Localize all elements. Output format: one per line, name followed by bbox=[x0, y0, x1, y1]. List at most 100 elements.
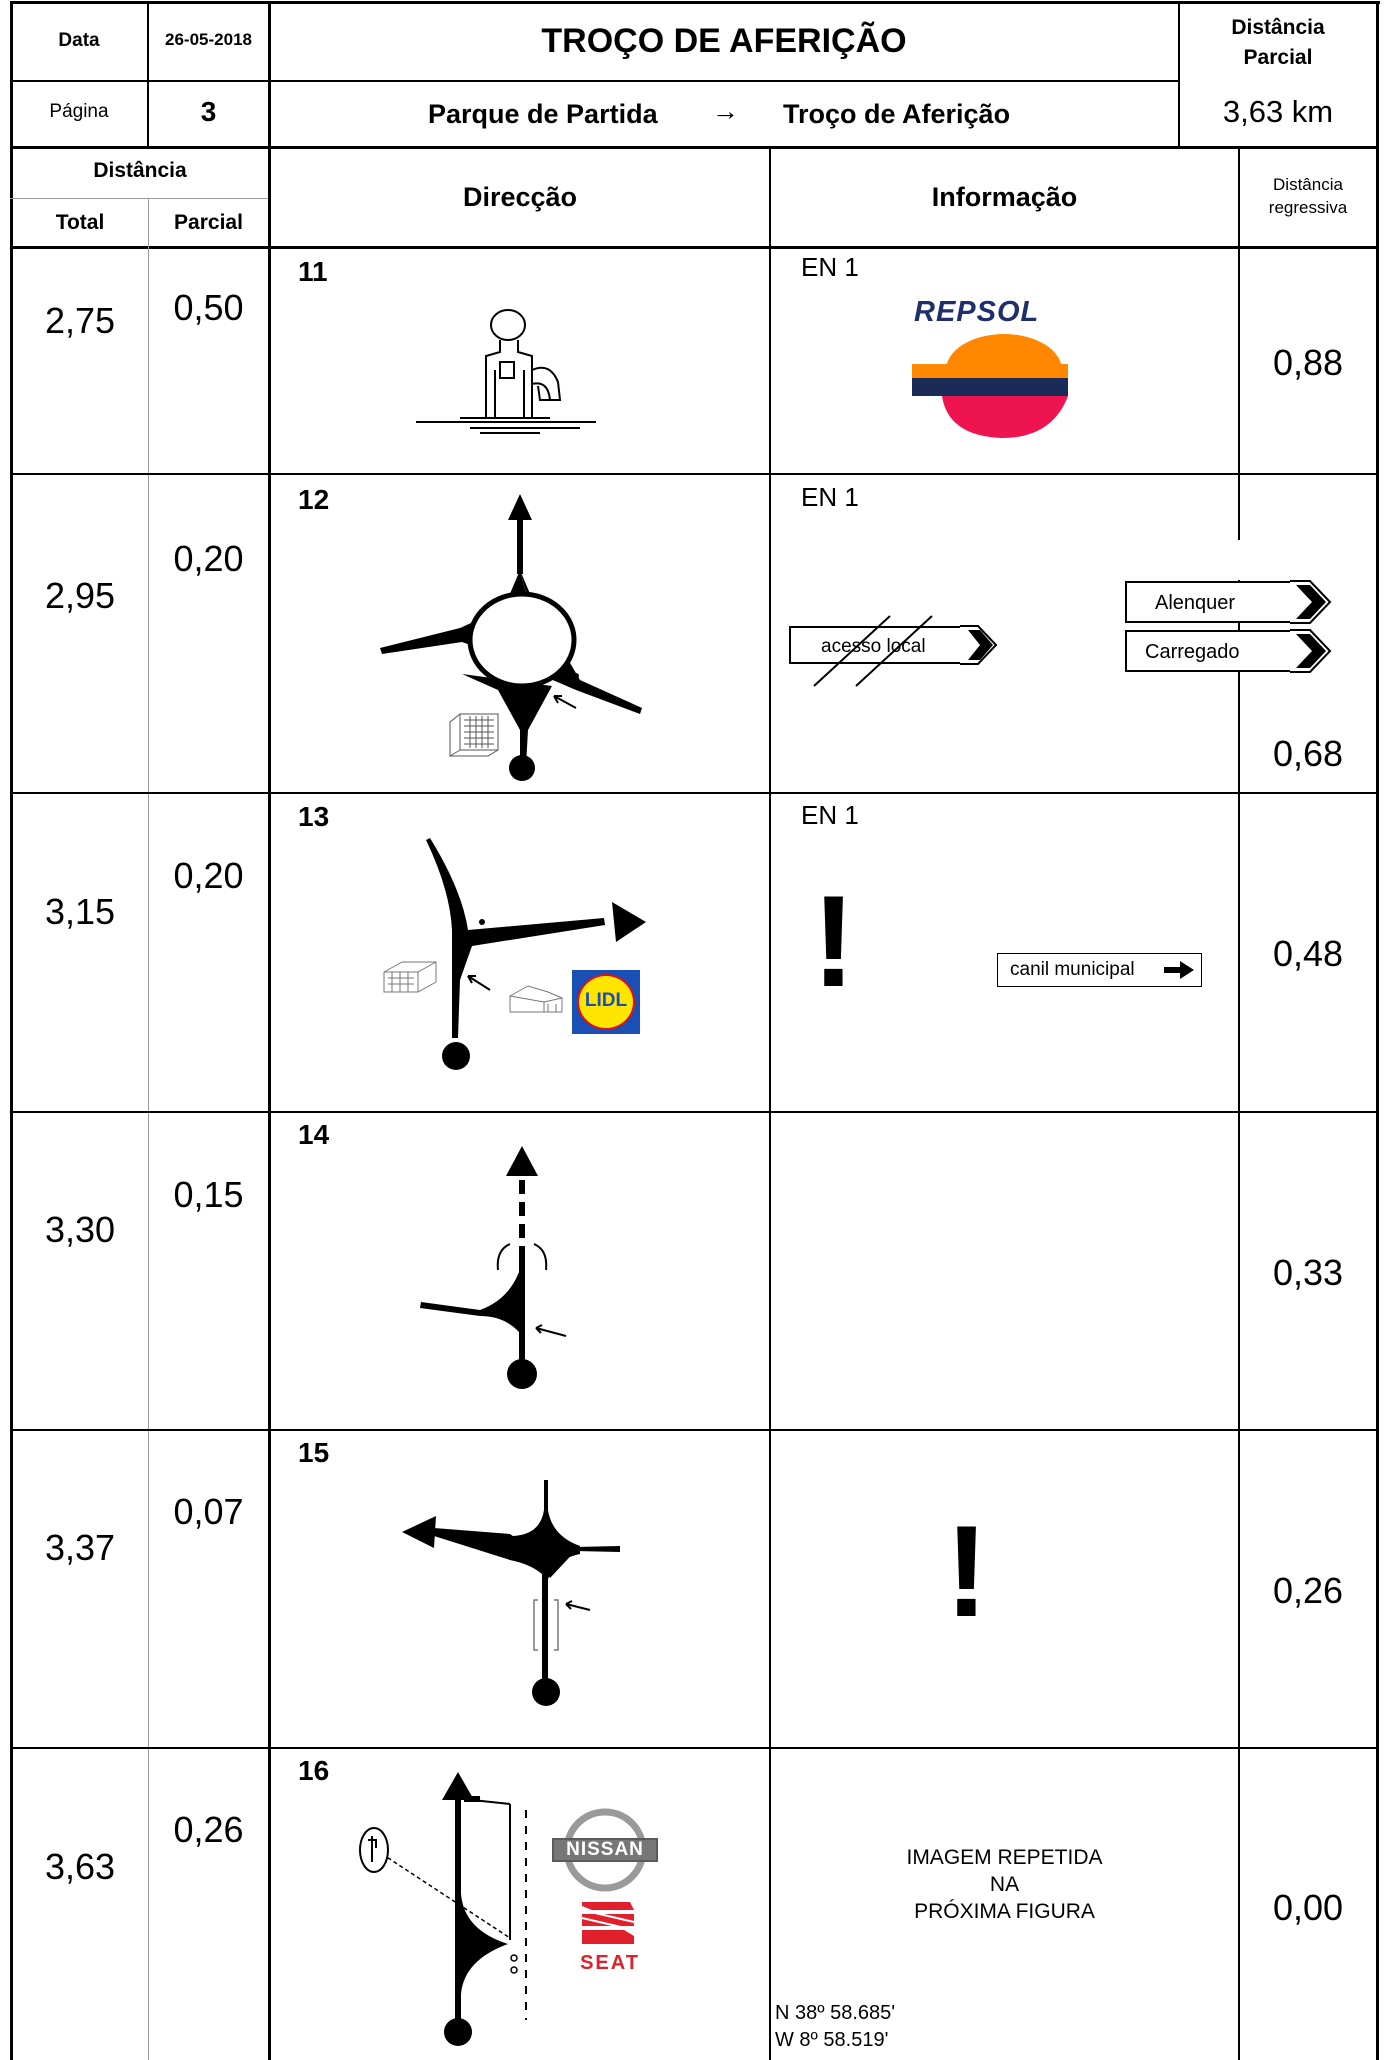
row-regressiva: 0,26 bbox=[1272, 1570, 1344, 1611]
row-number: 15 bbox=[298, 1437, 330, 1468]
date-value: 26-05-2018 bbox=[165, 30, 252, 49]
sign-label: canil municipal bbox=[1010, 959, 1135, 980]
row-regressiva: 0,68 bbox=[1272, 733, 1344, 774]
gps-north: N 38º 58.685' bbox=[775, 2002, 896, 2024]
row-regressiva: 0,00 bbox=[1272, 1887, 1344, 1928]
col-total: Total bbox=[55, 211, 105, 234]
road-label: EN 1 bbox=[801, 800, 859, 830]
row-sep-4 bbox=[10, 1429, 1379, 1431]
col-distancia: Distância bbox=[93, 159, 187, 182]
col-head-sub bbox=[10, 198, 270, 199]
sign-canil-municipal: canil municipal bbox=[997, 953, 1202, 987]
row-total: 2,75 bbox=[44, 300, 116, 341]
row-number: 11 bbox=[298, 256, 328, 287]
crossed-out-icon bbox=[813, 615, 933, 687]
row-sep-1 bbox=[10, 473, 1379, 475]
info-line: PRÓXIMA FIGURA bbox=[914, 1900, 1095, 1923]
col-regressiva-2: regressiva bbox=[1268, 198, 1348, 217]
lidl-wordmark: LIDL bbox=[584, 990, 628, 1011]
lidl-logo: LIDL bbox=[572, 970, 640, 1034]
road-label: EN 1 bbox=[801, 252, 859, 282]
seat-wordmark: SEAT bbox=[580, 1952, 640, 1974]
sign-carregado: Carregado bbox=[1125, 630, 1295, 672]
row-number: 16 bbox=[298, 1755, 330, 1786]
sign-arrow-icon bbox=[1290, 580, 1332, 624]
nissan-badge bbox=[552, 1808, 658, 1892]
border-left bbox=[10, 1, 13, 2060]
row-sep-5 bbox=[10, 1747, 1379, 1749]
sign-label: Carregado bbox=[1145, 641, 1240, 663]
page-title: TROÇO DE AFERIÇÃO bbox=[541, 22, 907, 60]
page-label: Página bbox=[49, 101, 109, 122]
repsol-wordmark: REPSOL bbox=[914, 296, 1040, 328]
repsol-mark bbox=[912, 334, 1068, 438]
v-total-parcial bbox=[148, 199, 149, 2060]
repsol-logo: REPSOL bbox=[908, 292, 1078, 440]
seat-logo: SEAT bbox=[560, 1898, 660, 1978]
building-icon bbox=[509, 985, 563, 1013]
date-label: Data bbox=[58, 30, 100, 51]
row-number: 14 bbox=[298, 1119, 330, 1150]
dist-parcial-value: 3,63 km bbox=[1222, 94, 1334, 129]
junction-icon bbox=[426, 838, 646, 1070]
info-line: IMAGEM REPETIDA bbox=[906, 1846, 1103, 1869]
v-header-right bbox=[1178, 1, 1180, 147]
building-icon bbox=[383, 961, 437, 993]
row-sep-3 bbox=[10, 1111, 1379, 1113]
sign-arrow-icon bbox=[960, 625, 998, 665]
row-regressiva: 0,48 bbox=[1272, 933, 1344, 974]
nissan-logo: NISSAN bbox=[550, 1808, 660, 1892]
v-date bbox=[147, 1, 149, 147]
row-regressiva: 0,33 bbox=[1272, 1252, 1344, 1293]
dist-parcial-label-1: Distância bbox=[1231, 16, 1325, 39]
arrow-right-icon bbox=[1164, 961, 1194, 979]
line-gap bbox=[1238, 540, 1242, 580]
row-number: 12 bbox=[298, 484, 330, 515]
row-number: 13 bbox=[298, 801, 330, 832]
seat-badge bbox=[581, 1902, 635, 1944]
nissan-wordmark: NISSAN bbox=[566, 1839, 644, 1860]
col-informacao: Informação bbox=[931, 182, 1078, 212]
header-divider-2 bbox=[10, 146, 1379, 149]
junction-icon bbox=[359, 1772, 527, 2046]
junction-icon bbox=[402, 1480, 620, 1706]
header-divider-1 bbox=[10, 80, 1179, 82]
border-right bbox=[1376, 1, 1379, 2060]
sign-label: acesso local bbox=[821, 636, 926, 657]
junction-icon bbox=[420, 1146, 567, 1389]
row-total: 3,63 bbox=[44, 1846, 116, 1887]
row-total: 3,30 bbox=[44, 1209, 116, 1250]
fuel-pump-icon bbox=[416, 309, 596, 434]
row-parcial: 0,20 bbox=[173, 538, 244, 579]
sign-label: Alenquer bbox=[1155, 592, 1236, 614]
info-line: NA bbox=[989, 1873, 1020, 1896]
border-top bbox=[10, 1, 1380, 4]
route-from: Parque de Partida bbox=[428, 99, 658, 129]
dist-parcial-label-2: Parcial bbox=[1243, 46, 1313, 69]
row-regressiva: 0,88 bbox=[1272, 342, 1344, 383]
row-parcial: 0,15 bbox=[173, 1174, 244, 1215]
row-parcial: 0,26 bbox=[173, 1809, 244, 1850]
sign-alenquer: Alenquer bbox=[1125, 581, 1295, 623]
route-arrow: → bbox=[712, 96, 739, 126]
row-total: 3,15 bbox=[44, 891, 116, 932]
lidl-circle bbox=[577, 974, 635, 1030]
row-total: 3,37 bbox=[44, 1527, 116, 1568]
warning-icon: ! bbox=[812, 868, 856, 1014]
col-regressiva-1: Distância bbox=[1273, 175, 1343, 194]
col-parcial: Parcial bbox=[174, 211, 243, 234]
v-main-left bbox=[268, 1, 271, 2060]
v-info-regressiva bbox=[1238, 146, 1240, 2060]
col-direccao: Direcção bbox=[462, 182, 578, 212]
row-parcial: 0,50 bbox=[173, 287, 244, 328]
row-total: 2,95 bbox=[44, 575, 116, 616]
building-icon bbox=[449, 713, 499, 757]
v-direccao-info bbox=[769, 146, 771, 2060]
row-parcial: 0,20 bbox=[173, 855, 244, 896]
road-label: EN 1 bbox=[801, 482, 859, 512]
row-parcial: 0,07 bbox=[173, 1491, 244, 1532]
row-sep-2 bbox=[10, 792, 1379, 794]
route-to: Troço de Aferição bbox=[783, 99, 1011, 129]
gps-west: W 8º 58.519' bbox=[775, 2029, 889, 2051]
col-head-bottom bbox=[10, 246, 1379, 249]
